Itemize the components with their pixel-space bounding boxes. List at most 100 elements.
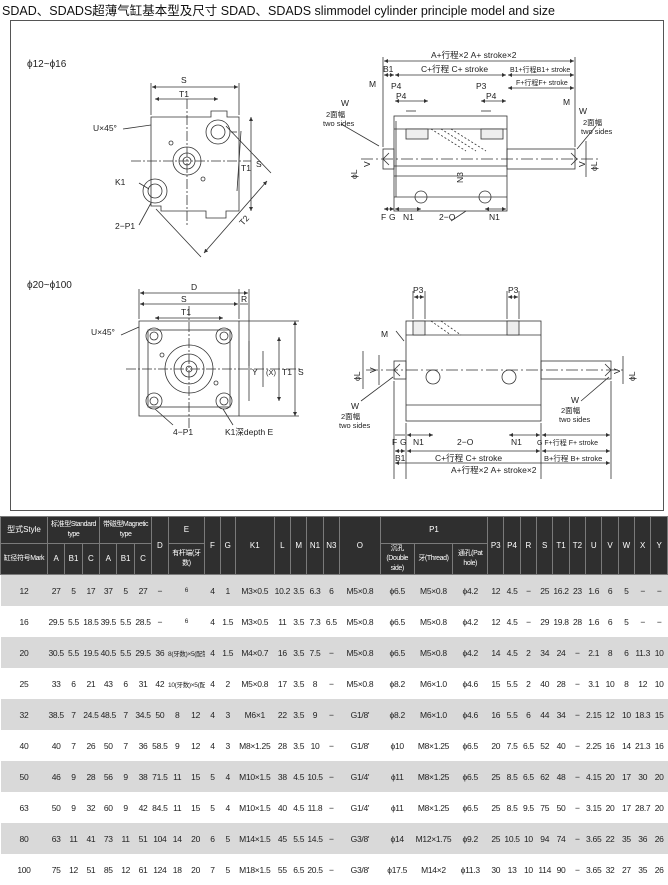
dim-2o: 2−O: [439, 212, 456, 222]
table-cell: 5: [618, 575, 634, 607]
col-bore-mark: 缸径符号Mark: [1, 544, 48, 575]
table-cell: 4.5: [504, 606, 520, 637]
table-cell: 16: [1, 606, 48, 637]
col-u: U: [586, 517, 602, 575]
table-cell: 5.5: [504, 668, 520, 699]
col-std-c: C: [82, 544, 99, 575]
table-cell: 75: [47, 854, 64, 885]
col-style: 型式Style: [1, 517, 48, 544]
table-cell: −: [569, 699, 585, 730]
table-cell: M4×0.7: [235, 637, 274, 668]
table-cell: 34.5: [134, 699, 151, 730]
table-cell: 7: [65, 730, 82, 761]
table-cell: 17: [82, 575, 99, 607]
dim-t1-bottom: T1: [181, 307, 191, 317]
dim-phil-bottom: ϕL: [352, 371, 362, 381]
dim-v-bottom-right: V: [612, 368, 622, 374]
table-cell: −: [569, 823, 585, 854]
table-cell: 40: [1, 730, 48, 761]
two-sides-en-bottom: two sides: [339, 421, 371, 430]
table-cell: 9: [117, 761, 134, 792]
dim-v-right: V: [577, 161, 587, 167]
table-cell: 18.5: [82, 606, 99, 637]
table-cell: 12: [602, 699, 618, 730]
table-cell: 22: [602, 823, 618, 854]
table-cell: 61: [134, 854, 151, 885]
dim-p3: P3: [476, 81, 487, 91]
table-cell: 16: [274, 637, 290, 668]
table-cell: 3.5: [291, 606, 307, 637]
dim-w-bottom-right: W: [571, 395, 579, 405]
table-cell: −: [520, 575, 536, 607]
table-cell: 35: [618, 823, 634, 854]
table-cell: 3: [220, 730, 235, 761]
dim-phil-right: ϕL: [589, 161, 599, 171]
col-standard: 标准型Standard type: [47, 517, 99, 544]
table-cell: 19.5: [82, 637, 99, 668]
table-cell: ϕ6.5: [380, 606, 414, 637]
table-cell: 3.5: [291, 730, 307, 761]
table-cell: 20: [1, 637, 48, 668]
table-cell: 29: [537, 606, 553, 637]
two-sides-cn-bottom: 2面幅: [341, 411, 361, 421]
chamfer-label-bottom: U×45°: [91, 327, 115, 337]
table-cell: 8: [168, 699, 186, 730]
dim-y: Y: [252, 367, 258, 377]
dim-b1-stroke: B1+行程B1+ stroke: [510, 65, 570, 74]
table-cell: 55: [274, 854, 290, 885]
table-cell: 3.15: [586, 792, 602, 823]
col-s: S: [537, 517, 553, 575]
col-mag-b1: B1: [117, 544, 134, 575]
table-cell: 7: [117, 699, 134, 730]
table-cell: 6: [65, 668, 82, 699]
dim-v: V: [362, 161, 372, 167]
col-r: R: [520, 517, 536, 575]
table-cell: ϕ6.5: [453, 792, 488, 823]
dim-c-stroke: C+行程 C+ stroke: [421, 64, 488, 74]
table-cell: ϕ11.3: [453, 854, 488, 885]
table-cell: 11: [168, 792, 186, 823]
table-cell: 24: [553, 637, 569, 668]
col-std-b1: B1: [65, 544, 82, 575]
table-cell: 1.5: [220, 606, 235, 637]
table-cell: 1.5: [220, 637, 235, 668]
col-g: G: [220, 517, 235, 575]
table-cell: G1/8': [340, 730, 381, 761]
dim-t1: T1: [179, 89, 189, 99]
col-p1-thread: 牙(Thread): [414, 544, 453, 575]
table-cell: 2.25: [586, 730, 602, 761]
table-cell: ϕ14: [380, 823, 414, 854]
table-cell: M8×1.25: [414, 761, 453, 792]
table-cell: 6: [323, 575, 339, 607]
dim-r: R: [241, 294, 247, 304]
table-cell: 28.7: [635, 792, 651, 823]
dim-p4b: P4: [396, 91, 407, 101]
table-cell: −: [323, 668, 339, 699]
dim-s-side: S: [298, 367, 304, 377]
dim-p3-right: P3: [508, 285, 519, 295]
table-cell: −: [323, 854, 339, 885]
table-cell: 42: [134, 792, 151, 823]
table-cell: M10×1.5: [235, 792, 274, 823]
dim-s: S: [181, 75, 187, 85]
table-cell: 11: [117, 823, 134, 854]
table-cell: 15: [186, 792, 204, 823]
table-cell: 3.65: [586, 823, 602, 854]
table-cell: 12: [488, 606, 504, 637]
table-cell: 28: [82, 761, 99, 792]
table-cell: 5: [205, 761, 220, 792]
dim-a-stroke-bottom: A+行程×2 A+ stroke×2: [451, 465, 537, 475]
col-t2: T2: [569, 517, 585, 575]
col-o: O: [340, 517, 381, 575]
table-cell: 29.5: [134, 637, 151, 668]
dim-w-bottom: W: [351, 401, 359, 411]
table-cell: 5.5: [117, 637, 134, 668]
table-cell: 1.6: [586, 575, 602, 607]
table-cell: 17: [618, 761, 634, 792]
table-cell: 71.5: [152, 761, 168, 792]
dim-s-right: S: [256, 159, 262, 169]
